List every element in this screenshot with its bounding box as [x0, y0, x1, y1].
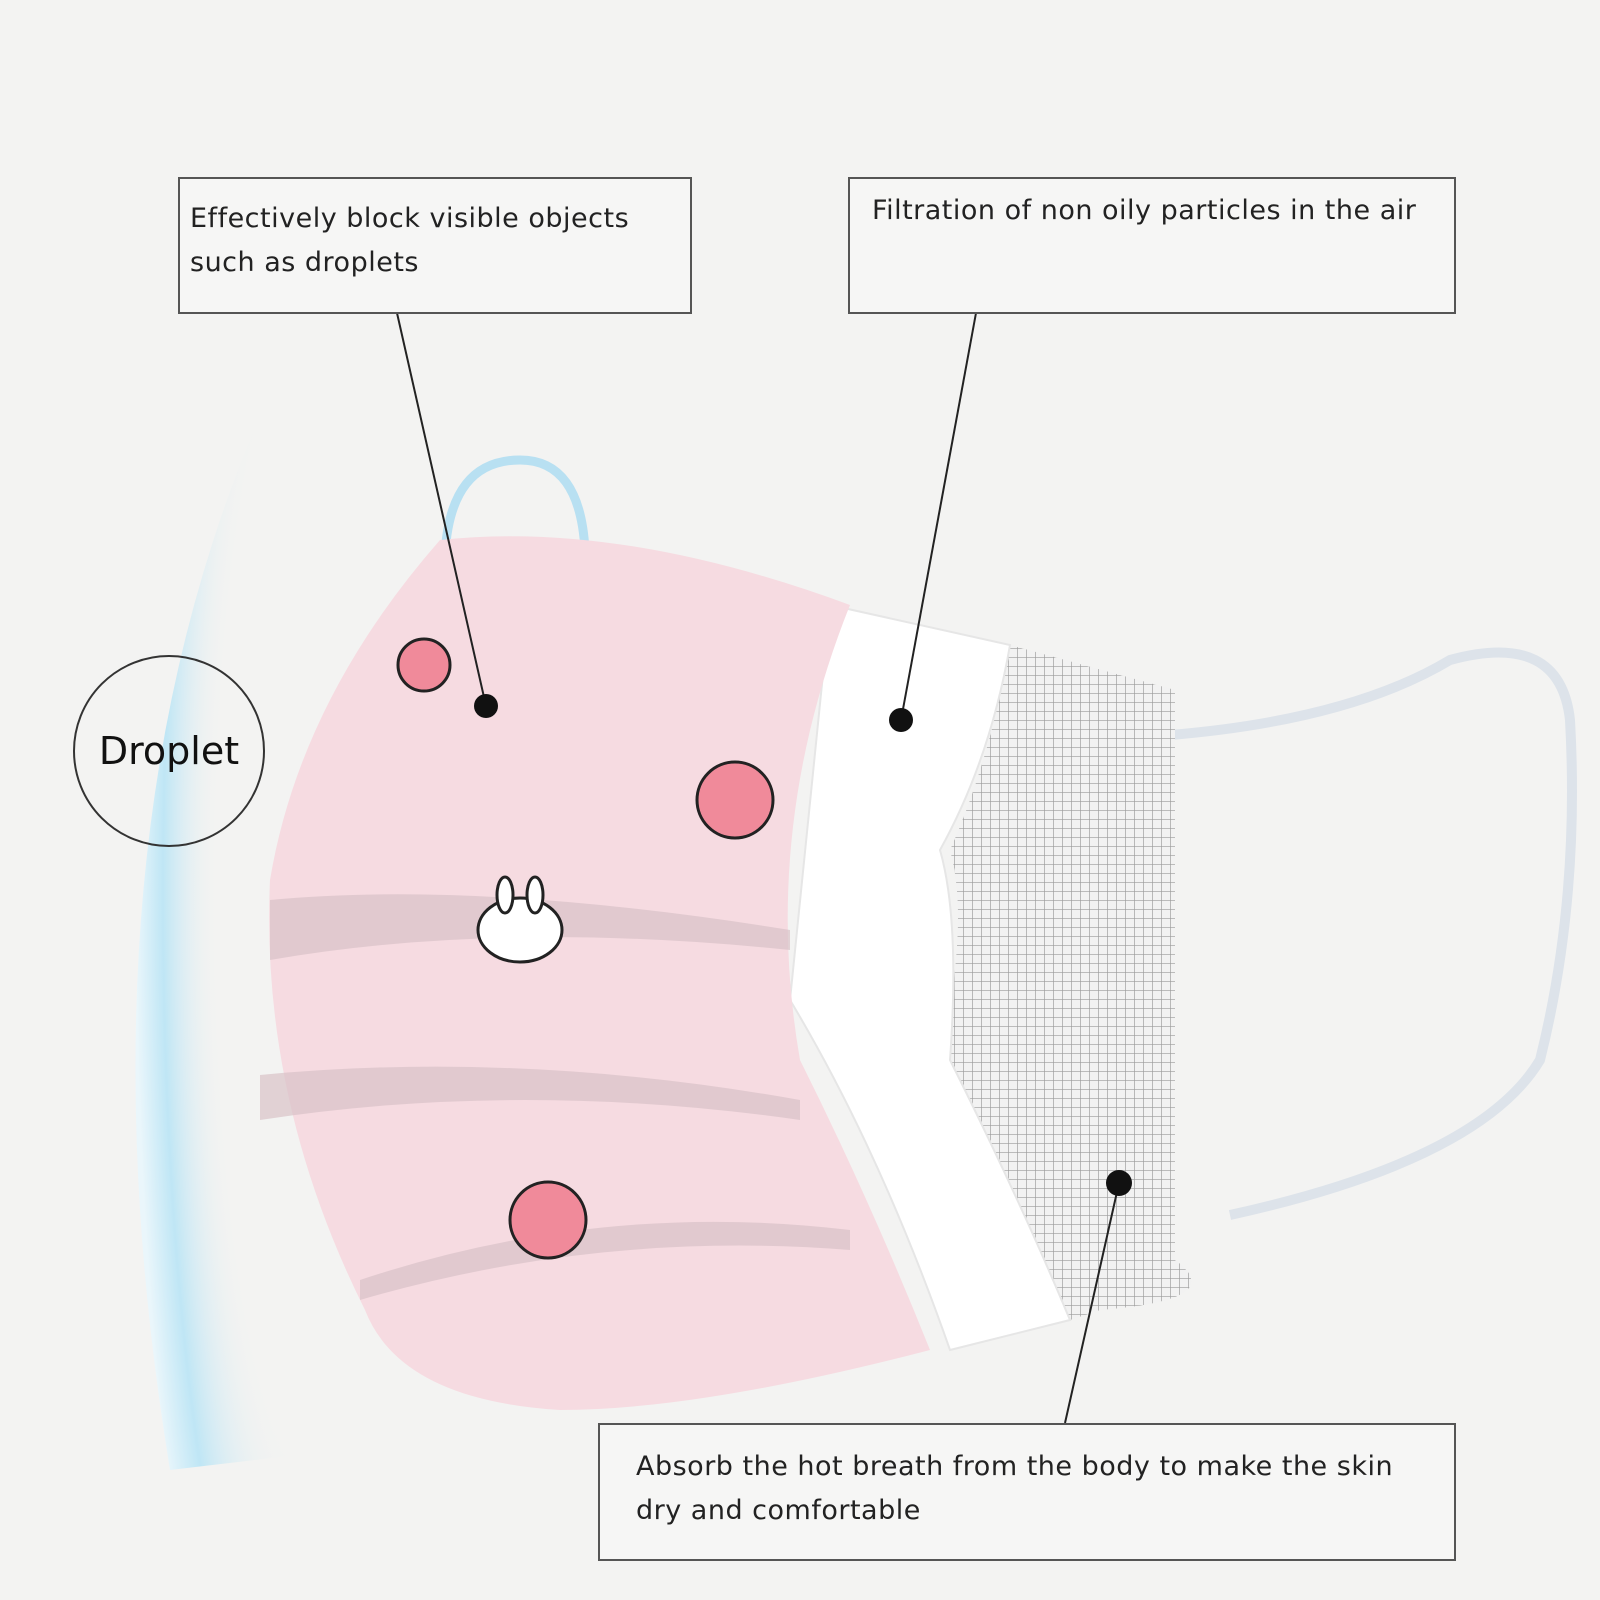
- droplet-label: Droplet: [73, 655, 265, 847]
- mesh-layer: [940, 645, 1192, 1320]
- leader-line-3: [1064, 1182, 1120, 1424]
- droplet-splash: [135, 320, 340, 1470]
- callout-block-droplets: Effectively block visible objects such a…: [178, 177, 692, 314]
- marker-dot-3: [1106, 1170, 1132, 1196]
- callout-absorb-breath: Absorb the hot breath from the body to m…: [598, 1423, 1456, 1561]
- pink-outer-layer: [269, 536, 930, 1410]
- callout-filtration: Filtration of non oily particles in the …: [848, 177, 1456, 314]
- leader-line-1: [396, 312, 487, 707]
- inner-white-layer: [788, 603, 1072, 1352]
- ear-loop-left: [440, 455, 590, 556]
- ear-loop-right: [1169, 647, 1577, 1220]
- marker-dot-2: [889, 708, 913, 732]
- bunny-icon: [476, 875, 564, 964]
- marker-dot-1: [474, 694, 498, 718]
- leader-line-2: [900, 312, 977, 721]
- peach-icons: [396, 637, 775, 1260]
- pleat-shadows: [260, 894, 850, 1300]
